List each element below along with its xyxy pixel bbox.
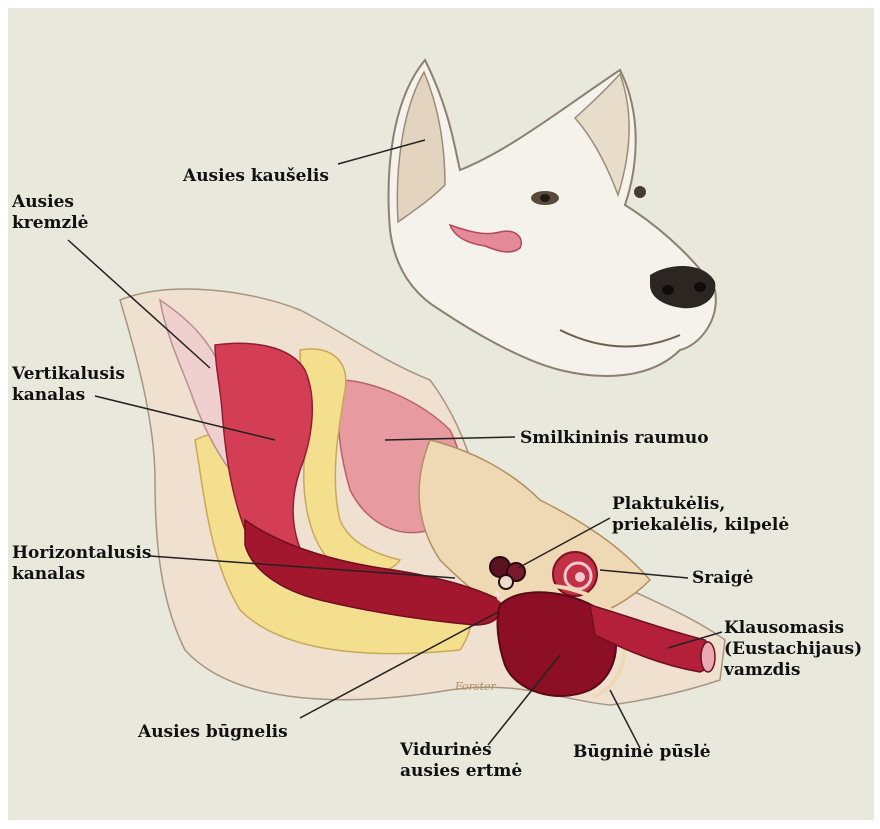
label-horizontal-canal-line1: Horizontalusis — [12, 543, 151, 564]
label-horizontal-canal-line2: kanalas — [12, 564, 151, 585]
label-tympanic-bulla: Būgninė pūslė — [573, 742, 711, 763]
label-ear-cartilage-line2: kremzlė — [12, 213, 88, 234]
label-ear-cartilage: Ausies kremzlė — [12, 192, 88, 234]
label-vertical-canal: Vertikalusis kanalas — [12, 364, 125, 406]
label-eustachian-line3: vamzdis — [724, 660, 862, 681]
label-vertical-canal-line1: Vertikalusis — [12, 364, 125, 385]
label-eustachian-line1: Klausomasis — [724, 618, 862, 639]
dog-eye-far — [634, 186, 646, 198]
label-ear-cartilage-line1: Ausies — [12, 192, 88, 213]
label-vertical-canal-line2: kanalas — [12, 385, 125, 406]
label-middle-ear-line2: ausies ertmė — [400, 761, 522, 782]
label-eustachian-line2: (Eustachijaus) — [724, 639, 862, 660]
label-temporal-muscle: Smilkininis raumuo — [520, 428, 709, 449]
label-horizontal-canal: Horizontalusis kanalas — [12, 543, 151, 585]
label-ossicles: Plaktukėlis, priekalėlis, kilpelė — [612, 494, 789, 536]
label-eustachian-tube: Klausomasis (Eustachijaus) vamzdis — [724, 618, 862, 681]
label-ossicles-line2: priekalėlis, kilpelė — [612, 515, 789, 536]
label-middle-ear-cavity: Vidurinės ausies ertmė — [400, 740, 522, 782]
label-eardrum: Ausies būgnelis — [138, 722, 288, 743]
label-pinna: Ausies kaušelis — [183, 166, 329, 187]
label-cochlea: Sraigė — [692, 568, 753, 589]
artist-signature: Forster — [454, 680, 496, 693]
label-middle-ear-line1: Vidurinės — [400, 740, 522, 761]
label-ossicles-line1: Plaktukėlis, — [612, 494, 789, 515]
